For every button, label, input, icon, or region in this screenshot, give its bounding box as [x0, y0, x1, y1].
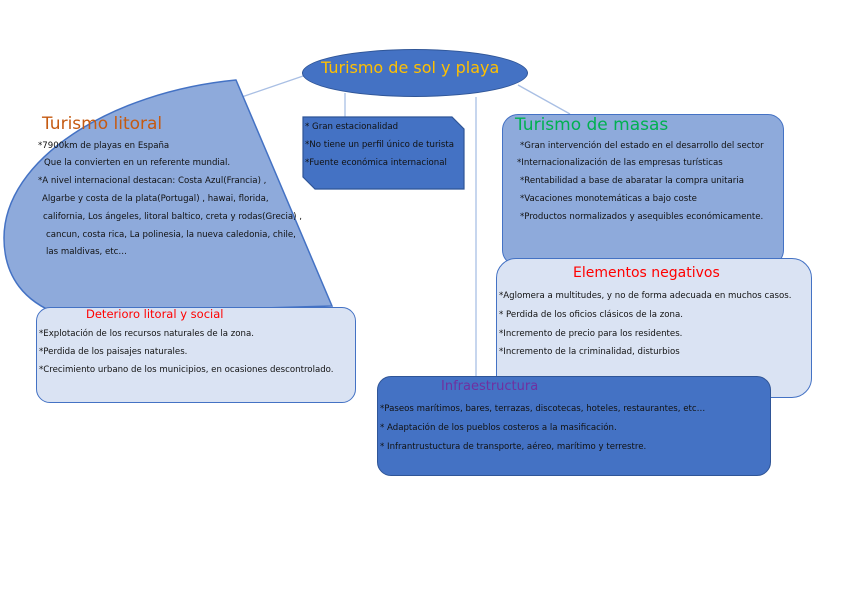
masas-line: *Productos normalizados y asequibles eco…	[520, 212, 764, 222]
negativos-line: *Incremento de la criminalidad, disturbi…	[499, 347, 680, 357]
litoral-line: las maldivas, etc…	[46, 247, 127, 257]
litoral-line: *7900km de playas en España	[38, 141, 170, 151]
caracteristicas-line: *Fuente económica internacional	[305, 158, 447, 168]
negativos-line: * Perdida de los oficios clásicos de la …	[499, 310, 683, 320]
negativos-line: *Aglomera a multitudes, y no de forma ad…	[499, 291, 792, 301]
masas-title: Turismo de masas	[515, 115, 669, 135]
masas-line: *Gran intervención del estado en el desa…	[520, 141, 764, 151]
masas-line: *Internacionalización de las empresas tu…	[517, 158, 723, 168]
negativos-box	[496, 258, 812, 398]
litoral-line: cancun, costa rica, La polinesia, la nue…	[46, 230, 296, 240]
deterioro-line: *Perdida de los paisajes naturales.	[39, 347, 188, 357]
connector-masas	[517, 84, 571, 115]
litoral-line: california, Los ángeles, litoral baltico…	[43, 212, 302, 222]
negativos-title: Elementos negativos	[573, 265, 720, 281]
infraestructura-box	[377, 376, 771, 476]
infraestructura-line: * Adaptación de los pueblos costeros a l…	[380, 423, 617, 433]
infraestructura-line: *Paseos marítimos, bares, terrazas, disc…	[380, 404, 706, 414]
infraestructura-line: * Infrantrustuctura de transporte, aéreo…	[380, 442, 647, 452]
negativos-line: *Incremento de precio para los residente…	[499, 329, 683, 339]
caracteristicas-line: * Gran estacionalidad	[305, 122, 399, 132]
deterioro-line: *Crecimiento urbano de los municipios, e…	[39, 365, 334, 375]
central-title: Turismo de sol y playa	[321, 58, 500, 77]
litoral-title: Turismo litoral	[42, 114, 163, 134]
masas-box	[502, 114, 784, 266]
litoral-line: *A nivel internacional destacan: Costa A…	[38, 176, 267, 186]
litoral-line: Algarbe y costa de la plata(Portugal) , …	[42, 194, 269, 204]
deterioro-box	[36, 307, 356, 403]
caracteristicas-line: *No tiene un perfil único de turista	[305, 140, 454, 150]
connector-litoral	[235, 74, 307, 100]
deterioro-line: *Explotación de los recursos naturales d…	[39, 329, 254, 339]
central-ellipse	[302, 49, 528, 97]
litoral-line: Que la convierten en un referente mundia…	[44, 158, 231, 168]
masas-line: *Rentabilidad a base de abaratar la comp…	[520, 176, 744, 186]
deterioro-title: Deterioro litoral y social	[86, 307, 224, 321]
masas-line: *Vacaciones monotemáticas a bajo coste	[520, 194, 697, 204]
infraestructura-title: Infraestructura	[441, 379, 539, 394]
